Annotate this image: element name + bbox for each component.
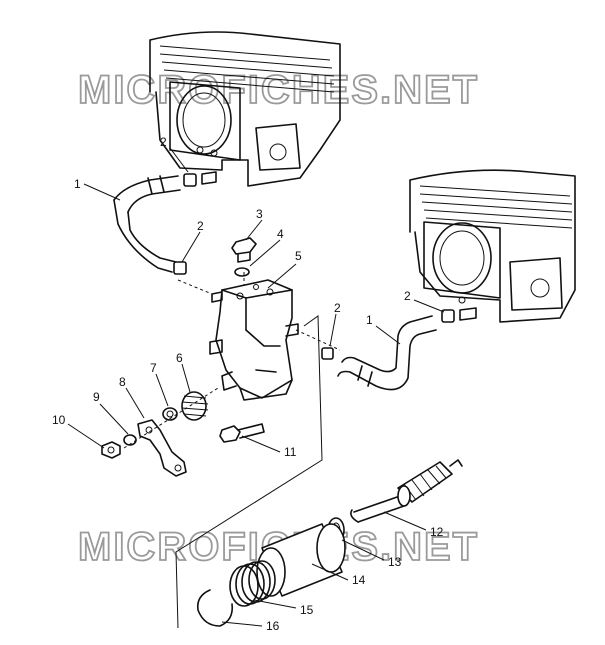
callout-1-left: 1 (74, 177, 81, 191)
cylinder-right (409, 169, 576, 323)
sealing-washer (234, 267, 250, 277)
callout-2-top: 2 (160, 135, 167, 149)
oil-line-left (113, 175, 181, 273)
clamp-pump (321, 347, 334, 360)
callout-14: 14 (352, 573, 366, 587)
callout-2-hose: 2 (197, 219, 204, 233)
clamps (173, 171, 477, 360)
pump-gear (181, 391, 209, 421)
cylinder-left (149, 31, 341, 187)
callout-16: 16 (266, 619, 280, 633)
assembly-lines (123, 272, 341, 629)
spring (229, 560, 276, 607)
callout-12: 12 (430, 525, 444, 539)
oil-pump-body (209, 279, 299, 401)
watermark-top: MICROFICHES.NET (78, 68, 479, 112)
banjo-bolt (231, 237, 257, 263)
snap-ring (196, 589, 234, 627)
oil-line-right (337, 315, 437, 391)
pump-drive-shaft (350, 459, 463, 523)
control-lever (137, 419, 187, 477)
leader-lines (67, 147, 445, 627)
callout-4: 4 (277, 227, 284, 241)
callout-13: 13 (388, 555, 402, 569)
callout-2-right: 2 (404, 289, 411, 303)
clamp-hose (173, 261, 187, 275)
callout-10: 10 (52, 413, 66, 427)
callout-8: 8 (119, 375, 126, 389)
callout-numbers: 1 2 2 3 4 5 2 1 2 6 7 8 9 10 11 12 13 14… (52, 135, 444, 633)
callout-1-right: 1 (366, 313, 373, 327)
clamp-top (183, 173, 197, 187)
lever-washer (123, 434, 137, 446)
callout-2-pump: 2 (334, 301, 341, 315)
shaft-bushing (256, 523, 346, 597)
mounting-bolt (219, 423, 265, 443)
callout-11: 11 (284, 445, 297, 459)
callout-15: 15 (300, 603, 314, 617)
callout-5: 5 (295, 249, 302, 263)
callout-6: 6 (176, 351, 183, 365)
callout-3: 3 (256, 207, 263, 221)
lever-nut (101, 441, 121, 459)
callout-7: 7 (150, 361, 157, 375)
callout-9: 9 (93, 390, 100, 404)
clamp-right (441, 309, 455, 323)
